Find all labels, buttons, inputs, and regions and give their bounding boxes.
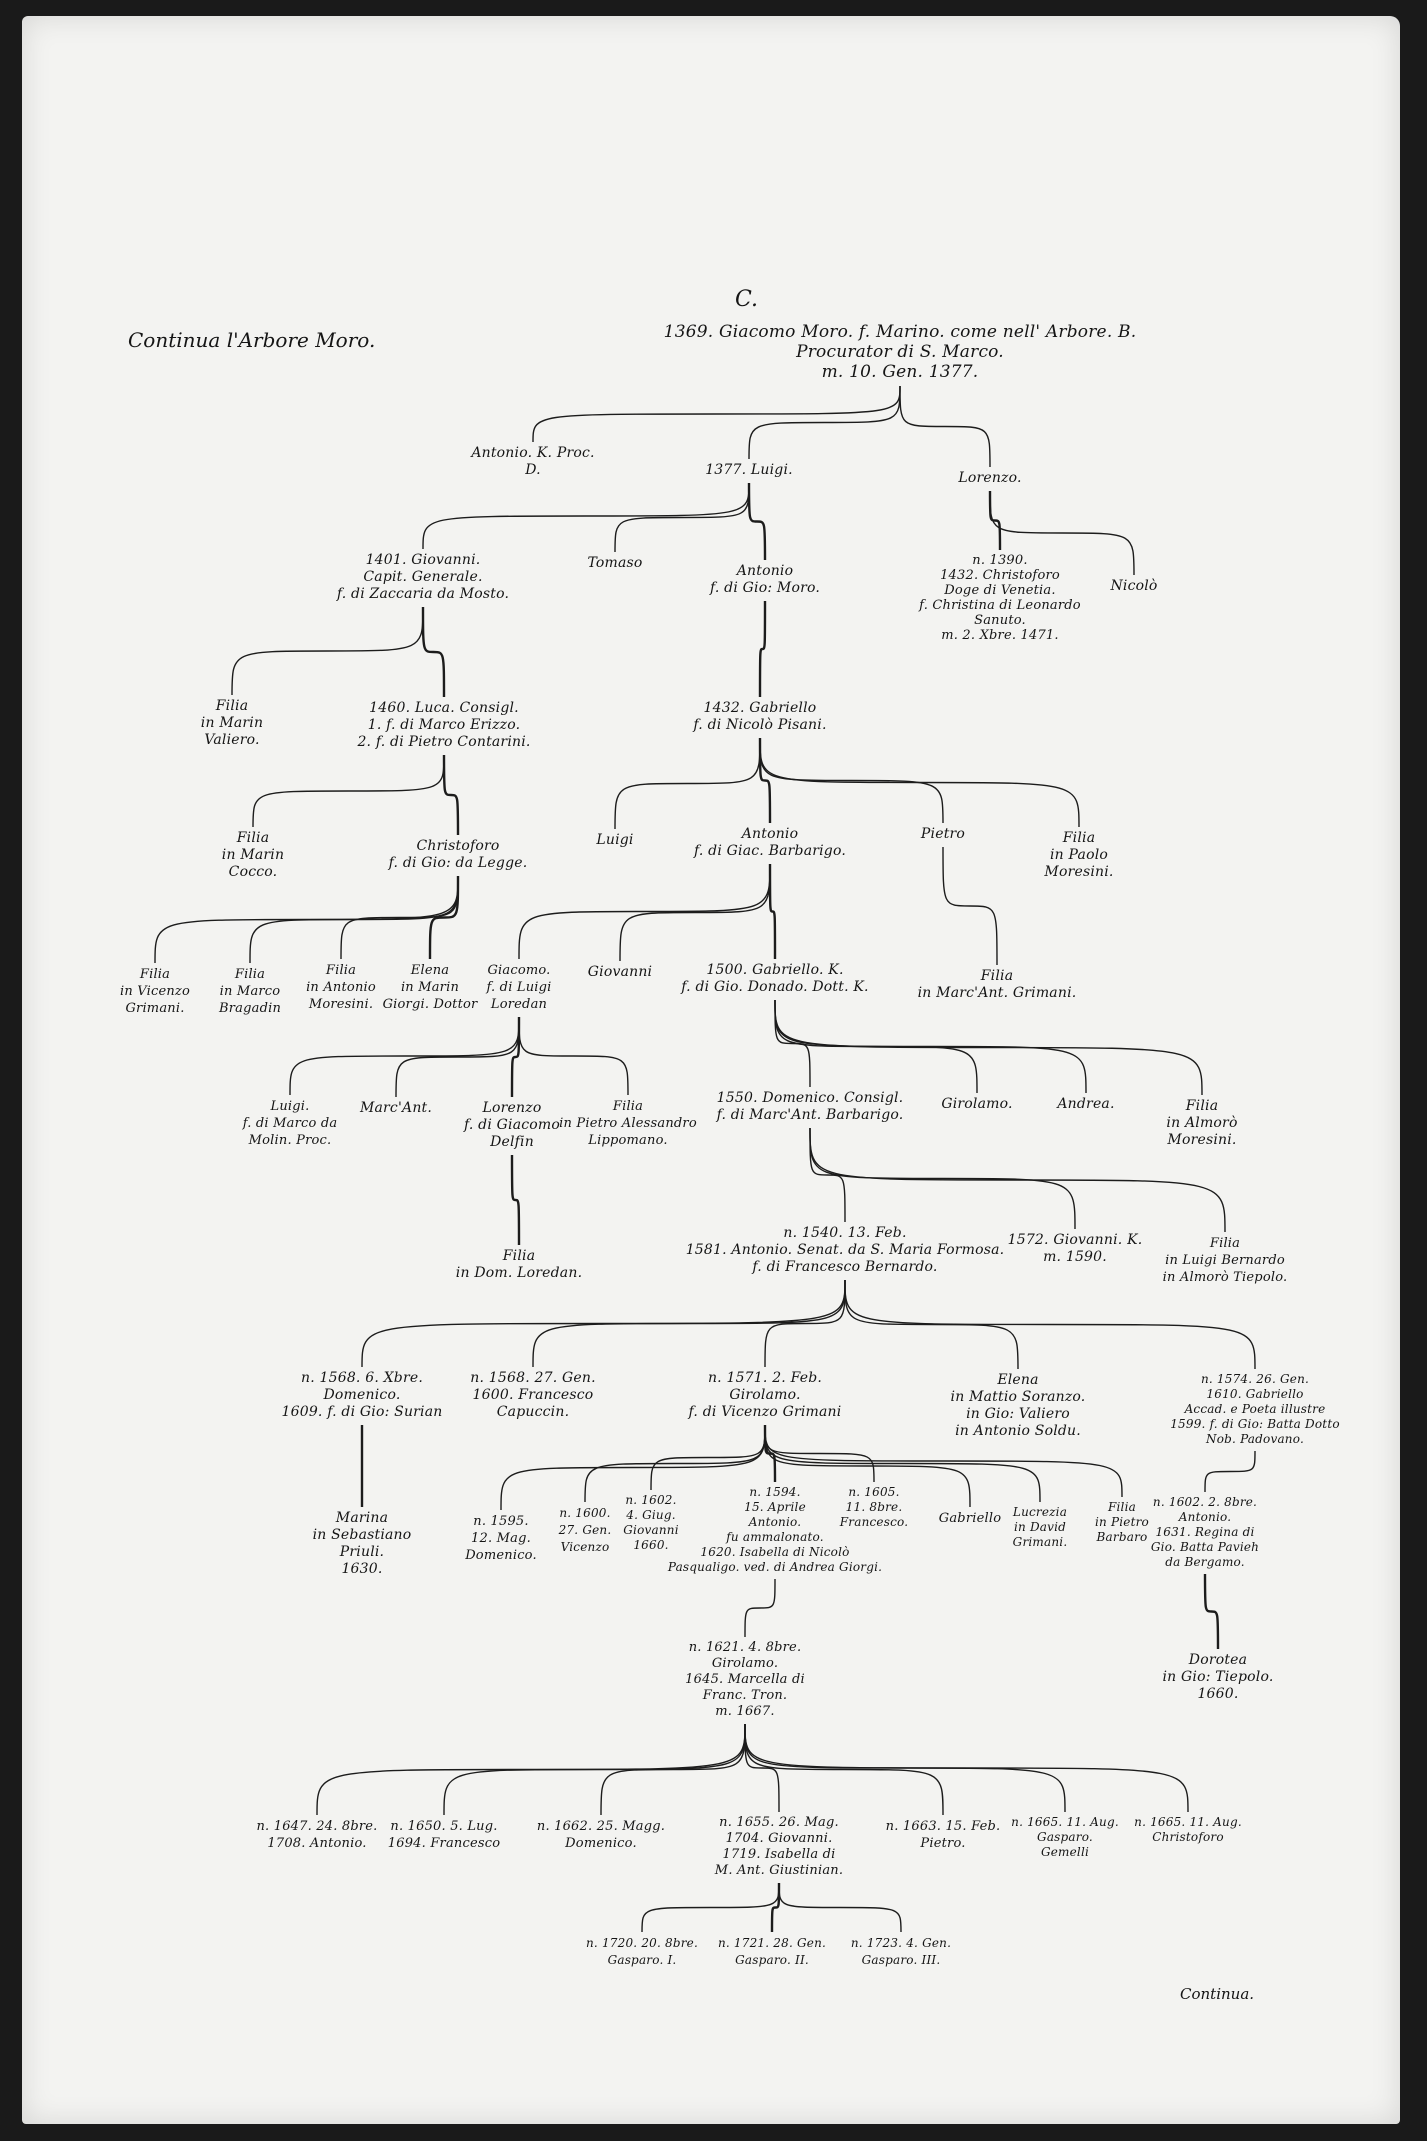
tree-node: 1572. Giovanni. K. m. 1590. [1007,1232,1143,1265]
tree-node: n. 1655. 26. Mag. 1704. Giovanni. 1719. … [714,1815,844,1878]
tree-node: Filia in Pietro Alessandro Lippomano. [559,1099,697,1148]
tree-node: Elena in Marin Giorgi. Dottor [382,963,478,1012]
tree-node: n. 1647. 24. 8bre. 1708. Antonio. [256,1819,378,1851]
tree-node: n. 1720. 20. 8bre. Gasparo. I. [586,1936,698,1967]
tree-node: Filia in Marin Cocco. [221,830,285,880]
tree-node: Lucrezia in David Grimani. [1012,1505,1068,1549]
tree-node: n. 1665. 11. Aug. Gasparo. Gemelli [1011,1815,1119,1859]
tree-node: n. 1571. 2. Feb. Girolamo. f. di Vicenzo… [688,1370,842,1420]
tree-node: Filia in Almorò Moresini. [1166,1098,1238,1148]
tree-node: Tomaso [587,555,643,571]
tree-node: n. 1602. 2. 8bre. Antonio. 1631. Regina … [1150,1495,1260,1569]
tree-node: Girolamo. [941,1096,1013,1112]
tree-node: Elena in Mattio Soranzo. in Gio: Valiero… [950,1372,1086,1439]
tree-node: Pietro [920,826,966,842]
tree-node: Filia in Paolo Moresini. [1044,830,1114,880]
tree-node: Luigi. f. di Marco da Molin. Proc. [242,1099,338,1148]
tree-node: n. 1721. 28. Gen. Gasparo. II. [717,1936,827,1967]
tree-node: n. 1621. 4. 8bre. Girolamo. 1645. Marcel… [685,1640,805,1719]
tree-node: Filia in Marc'Ant. Grimani. [917,968,1077,1001]
tree-node: n. 1602. 4. Giug. Giovanni 1660. [623,1493,679,1552]
tree-node: Dorotea in Gio: Tiepolo. 1660. [1162,1652,1274,1702]
tree-node: Antonio f. di Gio: Moro. [709,563,821,596]
tree-node: n. 1723. 4. Gen. Gasparo. III. [850,1936,952,1967]
tree-node: Filia in Marin Valiero. [200,698,264,748]
tree-node: Giacomo. f. di Luigi Loredan [486,963,552,1012]
tree-node: Filia in Luigi Bernardo in Almorò Tiepol… [1162,1236,1288,1285]
tree-node: n. 1665. 11. Aug. Christoforo [1134,1815,1242,1844]
tree-node: n. 1663. 15. Feb. Pietro. [885,1819,1001,1851]
tree-node: 1550. Domenico. Consigl. f. di Marc'Ant.… [716,1090,904,1123]
tree-node: Andrea. [1057,1096,1115,1112]
tree-node: Giovanni [587,964,653,980]
tree-node: Marina in Sebastiano Priuli. 1630. [312,1510,412,1577]
tree-node: Christoforo f. di Gio: da Legge. [388,838,528,871]
tree-node: n. 1390. 1432. Christoforo Doge di Venet… [919,553,1081,643]
tree-node: Filia in Vicenzo Grimani. [119,967,191,1016]
tree-node: n. 1600. 27. Gen. Vicenzo [558,1506,612,1554]
tree-node: n. 1650. 5. Lug. 1694. Francesco [387,1819,501,1851]
tree-node: n. 1594. 15. Aprile Antonio. fu ammalona… [667,1485,883,1574]
page-title: Continua l'Arbore Moro. [128,328,376,352]
section-letter: C. [735,287,759,312]
tree-node: 1432. Gabriello f. di Nicolò Pisani. [693,700,827,733]
tree-node: Filia in Pietro Barbaro [1095,1500,1149,1544]
tree-node: Nicolò [1110,578,1158,594]
tree-node: n. 1568. 6. Xbre. Domenico. 1609. f. di … [281,1370,443,1420]
tree-node: Lorenzo f. di Giacomo Delfin [463,1100,561,1150]
tree-node: n. 1568. 27. Gen. 1600. Francesco Capucc… [470,1370,596,1420]
tree-node: n. 1574. 26. Gen. 1610. Gabriello Accad.… [1170,1372,1340,1446]
tree-node: 1500. Gabriello. K. f. di Gio. Donado. D… [681,962,869,995]
tree-node: 1401. Giovanni. Capit. Generale. f. di Z… [336,552,510,602]
tree-node: Antonio f. di Giac. Barbarigo. [693,826,847,859]
tree-node: Filia in Marco Bragadin [218,967,282,1016]
tree-node: Marc'Ant. [359,1100,433,1116]
tree-node: Luigi [596,832,634,848]
tree-node: n. 1540. 13. Feb. 1581. Antonio. Senat. … [685,1225,1005,1275]
tree-node: Filia in Dom. Loredan. [455,1248,583,1281]
tree-node: n. 1662. 25. Magg. Domenico. [536,1819,666,1851]
continua-footer: Continua. [1180,1985,1255,2003]
tree-node: n. 1605. 11. 8bre. Francesco. [839,1485,909,1529]
tree-node: Gabriello [938,1511,1002,1526]
tree-node: Lorenzo. [958,470,1022,486]
tree-node: 1460. Luca. Consigl. 1. f. di Marco Eriz… [357,700,531,750]
tree-node: n. 1595. 12. Mag. Domenico. [465,1514,537,1563]
tree-node: Antonio. K. Proc. D. [471,445,595,478]
tree-node: 1377. Luigi. [705,462,793,478]
tree-node-root: 1369. Giacomo Moro. f. Marino. come nell… [663,322,1137,382]
tree-node: Filia in Antonio Moresini. [306,963,376,1012]
